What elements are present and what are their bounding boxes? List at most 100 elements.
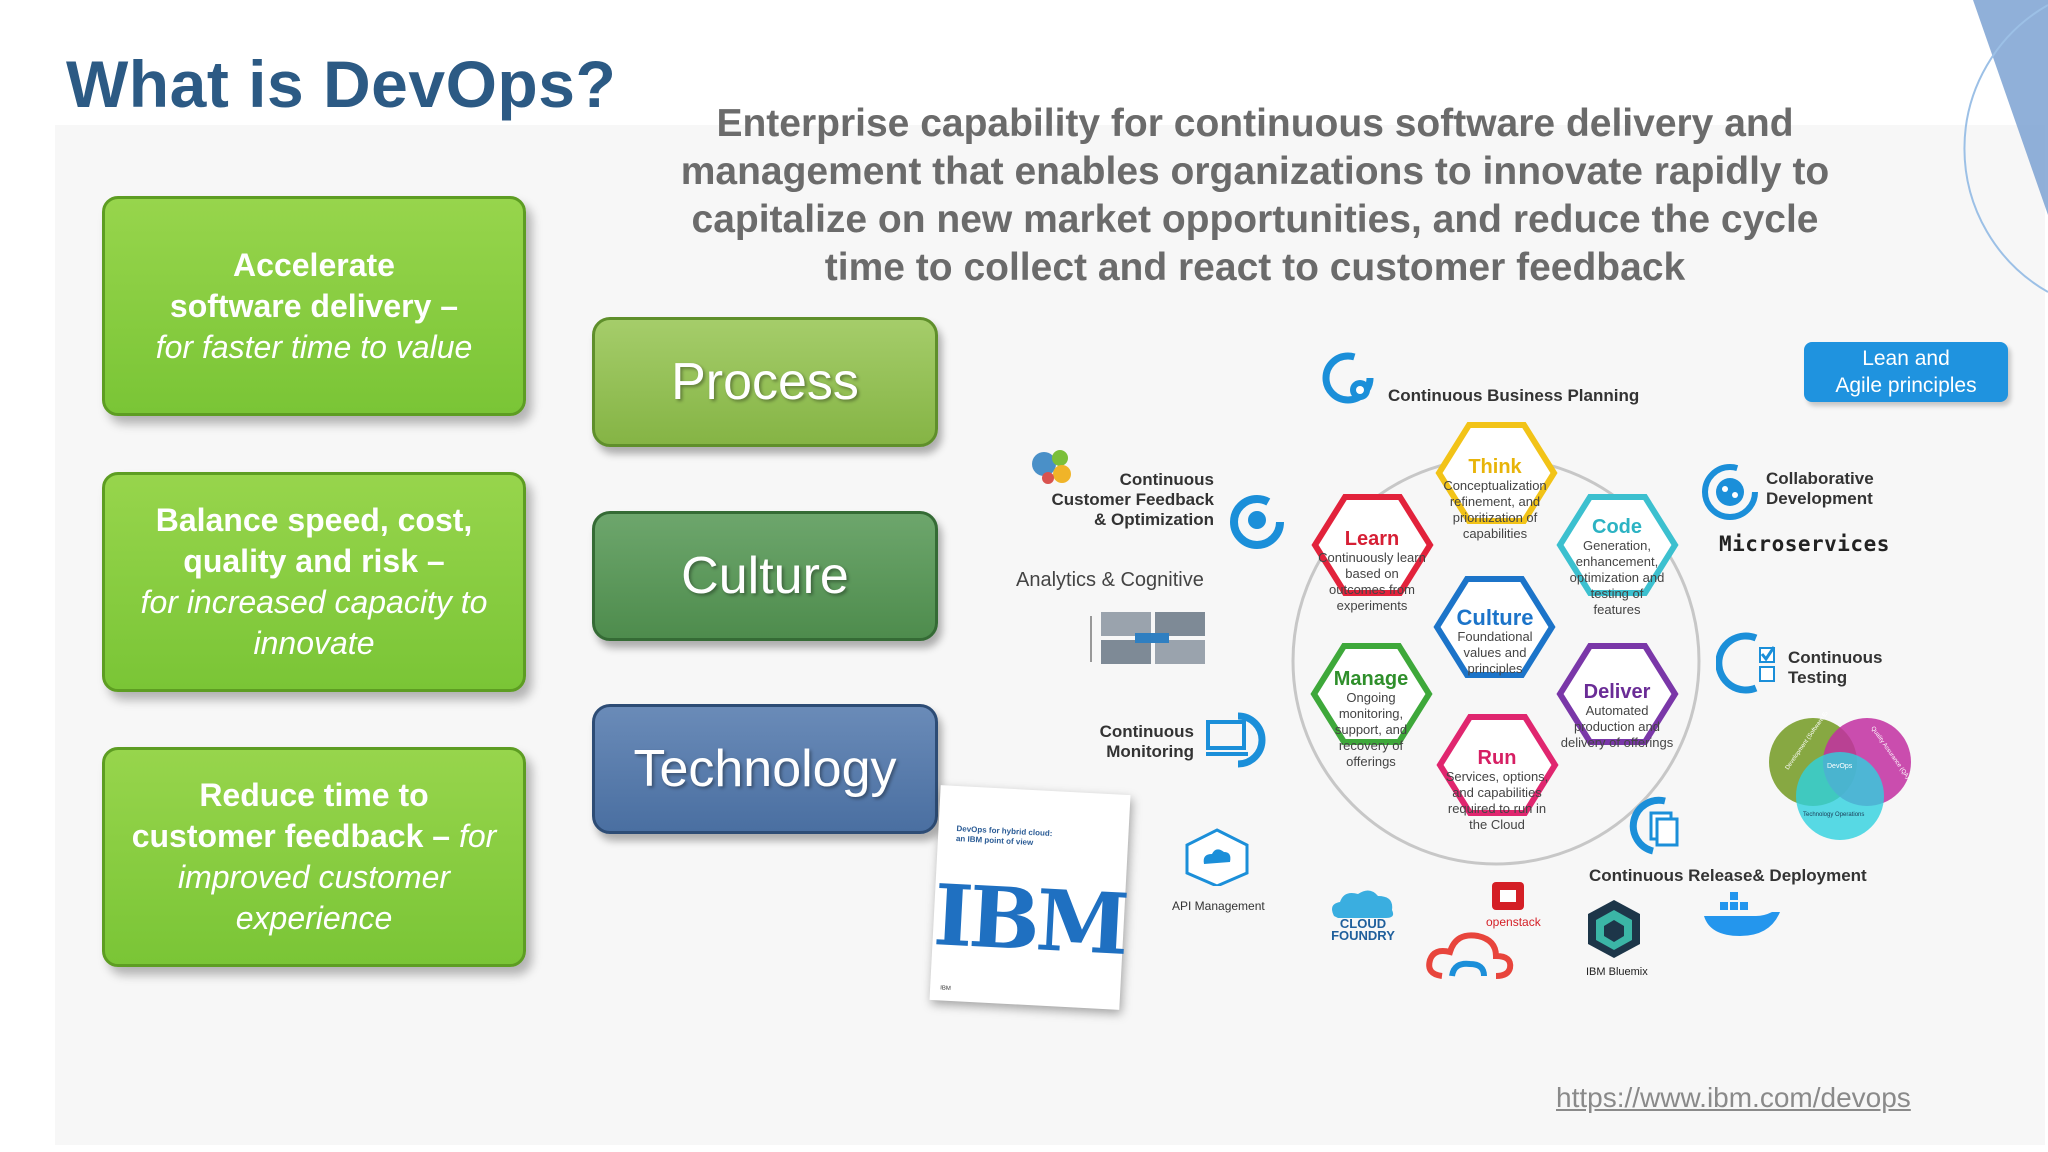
- ibm-logo: IBM: [931, 865, 1128, 974]
- hexagon-desc: Automated: [1585, 703, 1649, 718]
- benefit-balance-speed: Balance speed, cost, quality and risk – …: [102, 472, 526, 692]
- label-business-planning: Continuous Business Planning: [1388, 386, 1640, 405]
- feedback-cluster-icon: [1032, 450, 1071, 484]
- continuous-testing-icon: [1716, 632, 1776, 694]
- hexagon-desc: monitoring,: [1338, 706, 1404, 721]
- definition-line: management that enables organizations to…: [680, 150, 1830, 193]
- benefit-heading: quality and risk –: [183, 543, 445, 579]
- hexagon-desc: recovery of: [1338, 738, 1404, 753]
- definition-line: Enterprise capability for continuous sof…: [716, 102, 1794, 145]
- hexagon-desc: experiments: [1336, 598, 1408, 613]
- cloud-icon: [1426, 932, 1514, 979]
- hexagon-desc: the Cloud: [1469, 817, 1525, 832]
- devops-hexagon-diagram: [1291, 422, 1701, 866]
- hexagon-desc: based on: [1345, 566, 1399, 581]
- bluemix-icon: [1588, 900, 1640, 958]
- label-monitoring: Continuous Monitoring: [1040, 722, 1194, 762]
- label-line: Customer Feedback: [1051, 490, 1215, 509]
- benefit-outcome: experience: [235, 900, 393, 936]
- badge-line: Agile principles: [1835, 374, 1977, 397]
- hexagon-desc: capabilities: [1462, 526, 1528, 541]
- definition-line: time to collect and react to customer fe…: [824, 246, 1686, 289]
- source-url-link[interactable]: https://www.ibm.com/devops: [1556, 1082, 1911, 1113]
- hexagon-desc: support, and: [1334, 722, 1408, 737]
- corner-decoration: [1963, 0, 2048, 293]
- ibm-whitepaper: DevOps for hybrid cloud: an IBM point of…: [929, 785, 1131, 1010]
- hexagon-learn: Learn Continuously learn based on outcom…: [1307, 528, 1437, 614]
- hexagon-desc: Ongoing: [1346, 690, 1396, 705]
- hexagon-desc: values and: [1463, 645, 1527, 660]
- cloud-foundry-icon: [1332, 890, 1394, 918]
- devops-definition: Enterprise capability for continuous sof…: [640, 100, 1870, 292]
- hexagon-desc: outcomes from: [1329, 582, 1415, 597]
- label-microservices: Microservices: [1719, 532, 1890, 556]
- venn-label-operations: Technology Operations: [1803, 812, 1864, 818]
- label-line: Development: [1766, 489, 1873, 508]
- hexagon-desc: optimization and: [1569, 570, 1665, 585]
- benefit-outcome: for increased capacity to: [140, 584, 488, 620]
- definition-line: capitalize on new market opportunities, …: [691, 198, 1819, 241]
- hexagon-desc: required to run in: [1447, 801, 1547, 816]
- api-management-icon: [1185, 828, 1249, 886]
- hexagon-desc: Conceptualization: [1443, 478, 1547, 493]
- business-planning-icon: [1322, 352, 1374, 404]
- hexagon-desc: principles: [1467, 661, 1523, 676]
- hexagon-desc: Generation,: [1583, 538, 1651, 553]
- label-line: FOUNDRY: [1331, 928, 1395, 943]
- hexagon-desc: testing of: [1590, 586, 1644, 601]
- hexagon-desc: Continuously learn: [1318, 550, 1426, 565]
- badge-line: Lean and: [1862, 347, 1950, 370]
- analytics-quadrant-icon: [1090, 612, 1205, 664]
- label-bluemix: IBM Bluemix: [1586, 966, 1648, 978]
- lean-agile-badge: Lean and Agile principles: [1804, 342, 2008, 402]
- hexagon-title: Code: [1592, 516, 1642, 538]
- label-openstack: openstack: [1486, 915, 1541, 929]
- benefit-heading: Balance speed, cost,: [155, 502, 473, 538]
- openstack-icon: [1492, 882, 1524, 910]
- label-line: Monitoring: [1106, 742, 1194, 761]
- collaborative-development-icon: [1702, 464, 1758, 520]
- benefit-outcome: innovate: [253, 625, 375, 661]
- benefit-accelerate-delivery: Accelerate software delivery – for faste…: [102, 196, 526, 416]
- label-analytics: Analytics & Cognitive: [1016, 569, 1204, 591]
- hexagon-desc: Services, options,: [1445, 769, 1549, 784]
- hexagon-deliver: Deliver Automated production and deliver…: [1552, 681, 1682, 751]
- hexagon-title: Deliver: [1583, 681, 1651, 703]
- benefit-heading: customer feedback –: [131, 818, 451, 854]
- benefit-outcome: for faster time to value: [155, 328, 473, 365]
- hexagon-culture: Culture Foundational values and principl…: [1430, 607, 1560, 677]
- page-title: What is DevOps?: [66, 47, 617, 121]
- venn-label-devops: DevOps: [1827, 763, 1853, 770]
- label-line: Continuous: [1099, 722, 1194, 741]
- label-line: & Optimization: [1094, 510, 1214, 529]
- benefit-outcome: for: [458, 818, 497, 854]
- label-api-management: API Management: [1172, 899, 1265, 913]
- label-line: Testing: [1788, 668, 1848, 687]
- hexagon-desc: and capabilities: [1452, 785, 1542, 800]
- hexagon-title: Manage: [1333, 668, 1409, 690]
- hexagon-desc: features: [1593, 602, 1641, 617]
- release-deployment-icon: [1629, 796, 1679, 855]
- hexagon-desc: offerings: [1346, 754, 1396, 769]
- hexagon-manage: Manage Ongoing monitoring, support, and …: [1306, 668, 1436, 770]
- hexagon-desc: delivery of offerings: [1560, 735, 1674, 750]
- whitepaper-caption: DevOps for hybrid cloud: an IBM point of…: [956, 824, 1053, 849]
- hexagon-desc: Foundational: [1457, 629, 1533, 644]
- hexagon-title: Culture: [1456, 605, 1534, 630]
- hexagon-title: Run: [1477, 747, 1517, 769]
- label-line: Continuous: [1788, 648, 1883, 667]
- pillar-culture: Culture: [592, 511, 938, 641]
- feedback-loop-icon: [1230, 495, 1284, 549]
- pillar-process: Process: [592, 317, 938, 447]
- whitepaper-footer: IBM: [939, 985, 951, 992]
- label-customer-feedback: Continuous Customer Feedback & Optimizat…: [1030, 470, 1215, 530]
- label-line: Continuous: [1119, 470, 1214, 489]
- label-cloud-foundry: CLOUD FOUNDRY: [1328, 917, 1398, 943]
- hexagon-title: Learn: [1344, 528, 1400, 550]
- hexagon-code: Code Generation, enhancement, optimizati…: [1552, 516, 1682, 618]
- benefit-heading: Reduce time to: [199, 777, 429, 813]
- label-continuous-testing: Continuous Testing: [1788, 648, 1882, 688]
- benefit-heading: Accelerate: [233, 246, 395, 283]
- label-line: Collaborative: [1766, 469, 1874, 488]
- hexagon-think: Think Conceptualization refinement, and …: [1430, 456, 1560, 542]
